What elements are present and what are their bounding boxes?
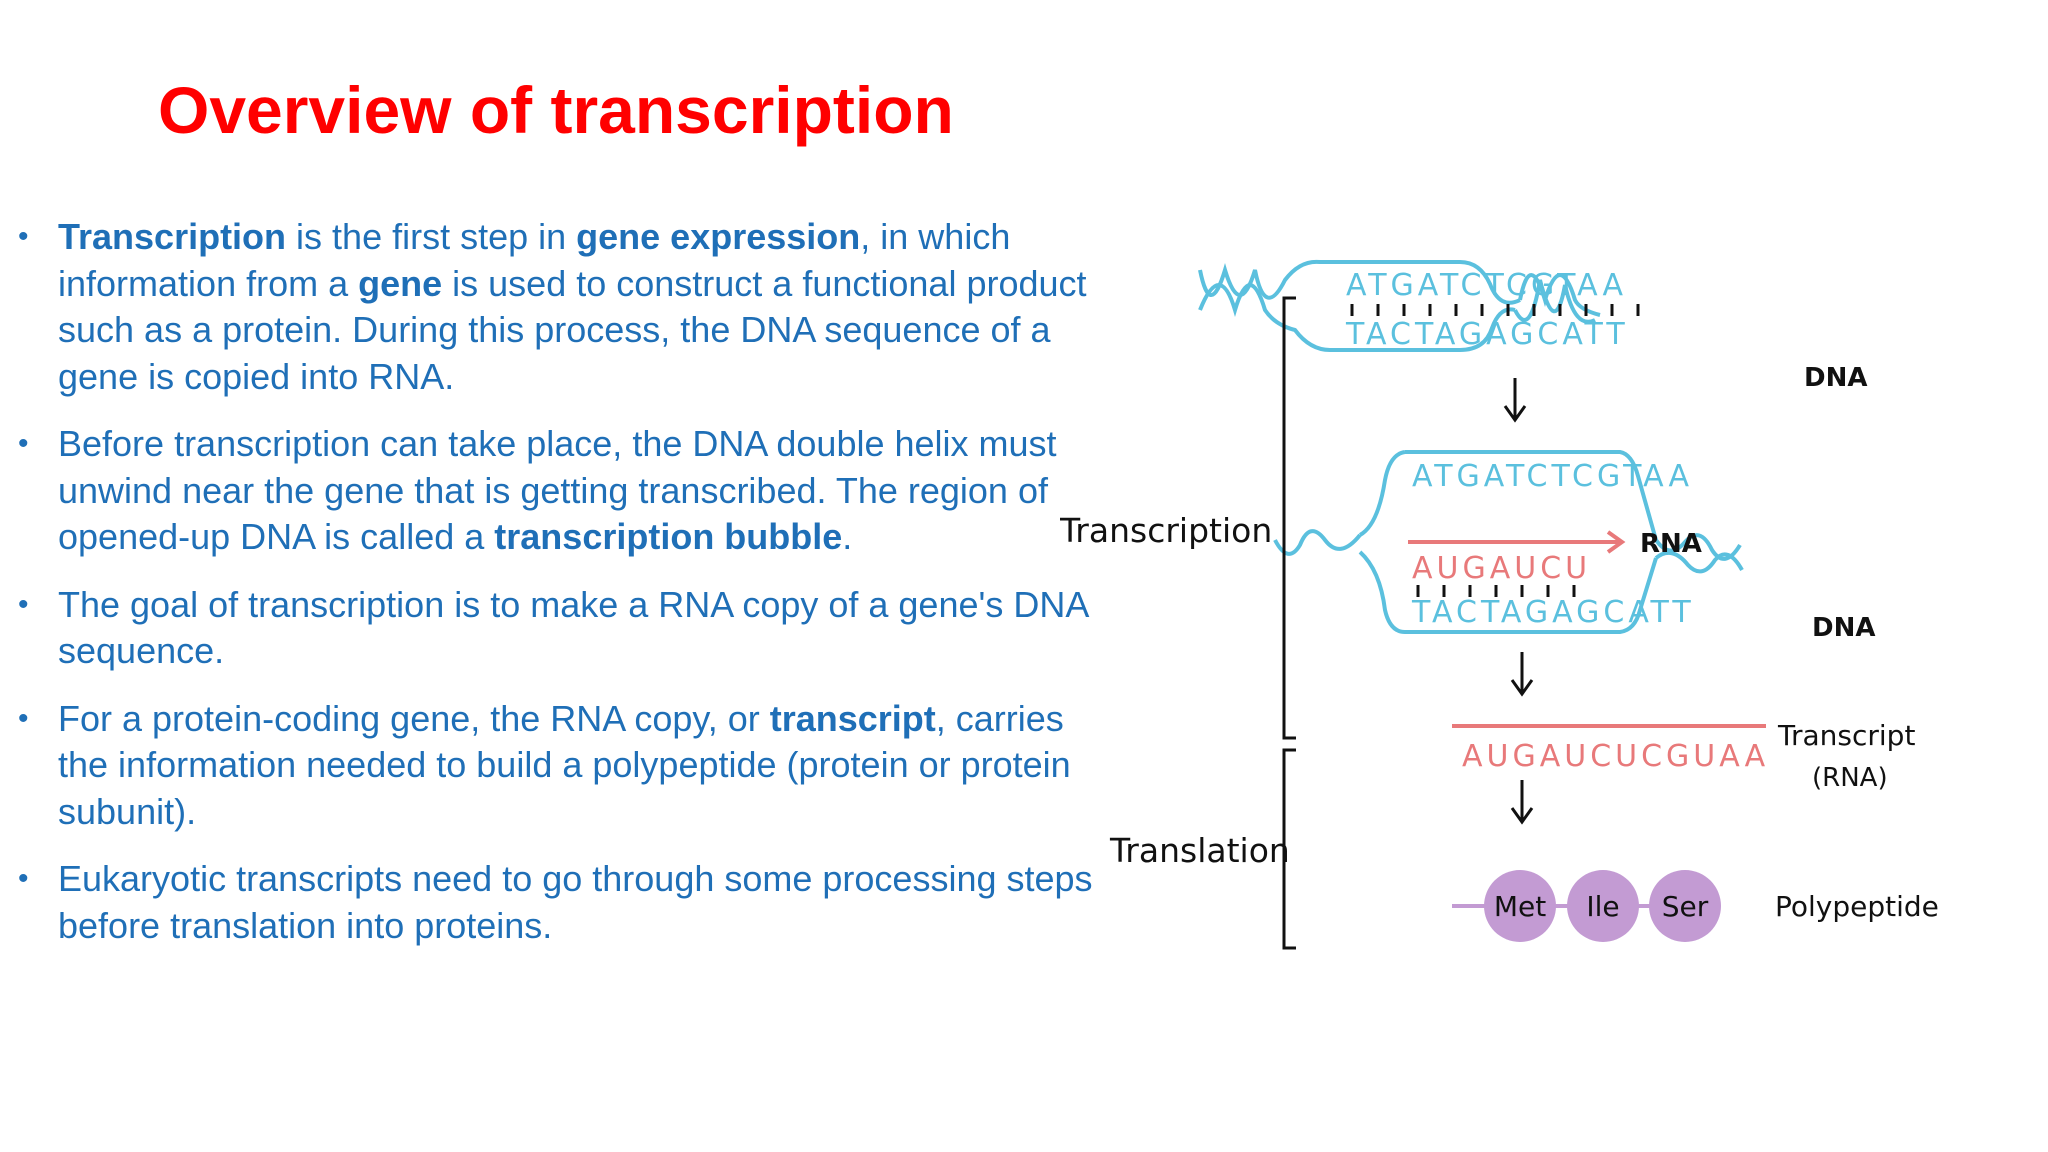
- bullet-dot: •: [18, 220, 29, 253]
- dna-top-strand-1: ATGATCTCGTAA: [1346, 268, 1627, 303]
- arrow-down-3: [1510, 780, 1534, 825]
- bullet-item: • Before transcription can take place, th…: [14, 421, 1104, 561]
- bullet-item: • The goal of transcription is to make a …: [14, 582, 1104, 675]
- label-translation: Translation: [1109, 831, 1290, 870]
- arrow-down-1: [1503, 378, 1527, 423]
- label-transcript: Transcript: [1777, 719, 1915, 752]
- dna-helix-top: [1198, 259, 1601, 352]
- bullet-text: , in which information from a: [58, 216, 1011, 304]
- base-pair-ticks-top: [1350, 304, 1640, 316]
- transcription-diagram: ATGATCTCGTAA TACTAGAGCATT DNA ATGATCTCGT…: [1060, 259, 1939, 950]
- amino-acid-label-1: Met: [1494, 890, 1546, 923]
- bullet-item: • For a protein-coding gene, the RNA copy…: [14, 696, 1104, 836]
- label-dna-1: DNA: [1804, 363, 1867, 393]
- bold-term: gene: [358, 262, 443, 304]
- dna-bottom-strand-1: TACTAGAGCATT: [1345, 317, 1629, 352]
- bullet-text: Before transcription can take place, the…: [58, 423, 1057, 557]
- bold-term: transcript: [769, 697, 936, 739]
- bullet-dot: •: [18, 701, 29, 735]
- bullet-text: , carries the information needed to buil…: [58, 697, 1071, 832]
- label-rna: RNA: [1640, 529, 1702, 559]
- bracket-translation: [1282, 748, 1296, 950]
- bullet-dot: •: [18, 587, 29, 621]
- transcript-sequence: AUGAUCUCGUAA: [1462, 739, 1769, 774]
- bullet-text: .: [842, 516, 853, 557]
- amino-acid-met: [1484, 870, 1556, 942]
- transcription-bubble: [1273, 450, 1744, 634]
- bullet-text: For a protein-coding gene, the RNA copy,…: [58, 697, 770, 739]
- label-polypeptide: Polypeptide: [1775, 890, 1939, 923]
- amino-acid-label-2: Ile: [1586, 890, 1619, 923]
- bold-term: gene expression: [576, 216, 861, 257]
- bullet-item: • Transcription is the first step in gene…: [14, 214, 1104, 400]
- bracket-transcription: [1282, 296, 1296, 740]
- bullet-item: • Eukaryotic transcripts need to go throu…: [14, 856, 1104, 949]
- amino-acid-ile: [1567, 870, 1639, 942]
- slide-title: Overview of transcription: [158, 73, 954, 147]
- bullet-list: • Transcription is the first step in gene…: [14, 214, 1104, 970]
- amino-acid-label-3: Ser: [1662, 890, 1709, 923]
- dna-bottom-strand-2: TACTAGAGCATT: [1411, 595, 1695, 630]
- bullet-dot: •: [18, 427, 29, 460]
- polypeptide: Met Ile Ser: [1452, 870, 1721, 942]
- dna-top-strand-2: ATGATCTCGTAA: [1412, 459, 1693, 494]
- bullet-text: is the first step in: [286, 216, 577, 257]
- bold-term: Transcription: [58, 216, 287, 257]
- base-pair-ticks-bubble: [1416, 585, 1576, 597]
- bullet-text: Eukaryotic transcripts need to go throug…: [58, 858, 1093, 946]
- amino-acid-ser: [1649, 870, 1721, 942]
- bullet-text: The goal of transcription is to make a R…: [58, 583, 1088, 672]
- label-transcription: Transcription: [1060, 511, 1272, 550]
- bullet-text: is used to construct a functional produc…: [58, 262, 1087, 397]
- label-dna-2: DNA: [1812, 613, 1875, 643]
- rna-partial: AUGAUCU: [1412, 551, 1591, 586]
- bullet-dot: •: [18, 862, 29, 895]
- label-transcript-sub: (RNA): [1812, 763, 1888, 793]
- bold-term: transcription bubble: [494, 516, 843, 557]
- arrow-down-2: [1510, 652, 1534, 697]
- rna-arrow: [1408, 530, 1626, 554]
